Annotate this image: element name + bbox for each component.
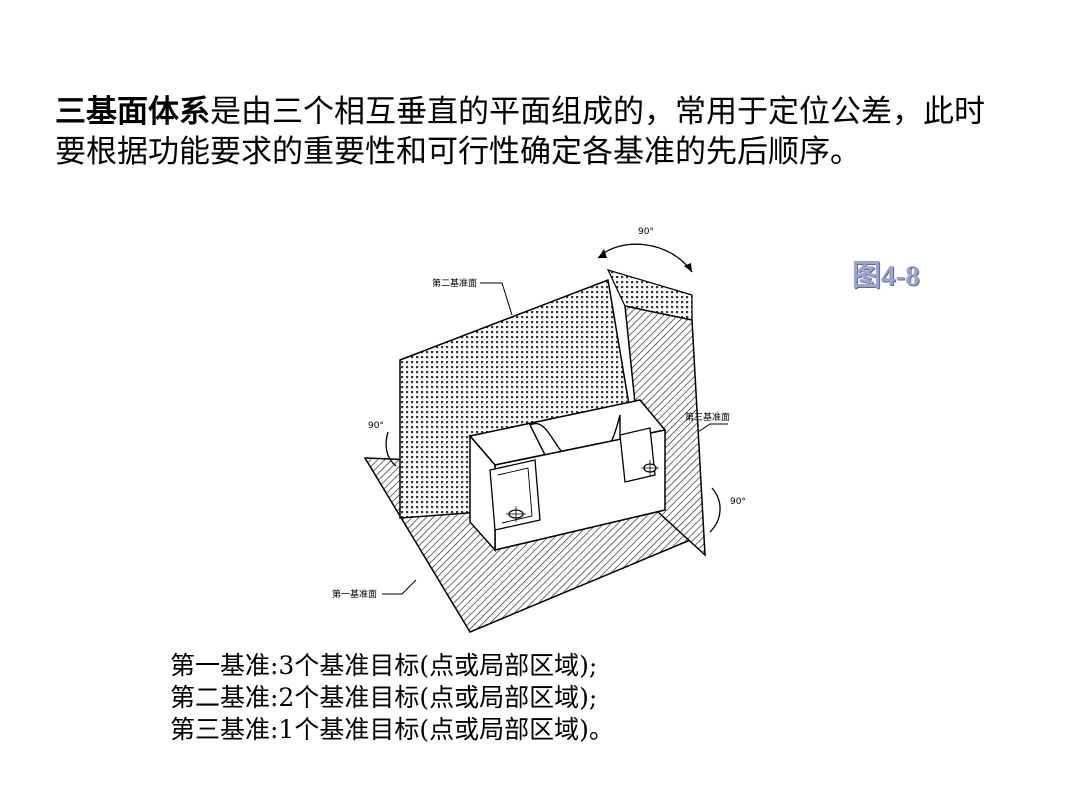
part-left-face	[469, 433, 496, 552]
angle-arc-right	[709, 487, 721, 533]
label-third-datum: 第三基准面	[685, 411, 730, 423]
datum-list: 第一基准:3个基准目标(点或局部区域); 第二基准:2个基准目标(点或局部区域)…	[170, 650, 614, 746]
leader-first	[382, 579, 417, 595]
angle-arc-top	[597, 243, 693, 273]
hole-right	[641, 460, 659, 476]
intro-text: 是由三个相互垂直的平面组成的，常用于定位公差，此时要根据功能要求的重要性和可行性…	[55, 94, 985, 170]
intro-paragraph: 三基面体系是由三个相互垂直的平面组成的，常用于定位公差，此时要根据功能要求的重要…	[55, 92, 1015, 172]
intro-bold-term: 三基面体系	[55, 94, 210, 130]
figure-label: 图4-8	[852, 260, 920, 292]
leader-second	[480, 282, 513, 316]
hole-left	[506, 506, 526, 522]
datum-system-diagram: 90° 90° 90° 第二基准面 第三基准面 第一基准面	[332, 227, 746, 633]
part-left-pocket	[489, 459, 541, 531]
label-first-datum: 第一基准面	[332, 588, 377, 600]
leader-third	[697, 423, 728, 433]
angle-label-right: 90°	[730, 497, 746, 507]
label-second-datum: 第二基准面	[432, 277, 477, 289]
angle-arc-left	[385, 431, 397, 467]
datum-item-second: 第二基准:2个基准目标(点或局部区域);	[170, 683, 598, 712]
datum-item-first: 第一基准:3个基准目标(点或局部区域);	[170, 651, 598, 680]
angle-label-top: 90°	[638, 227, 654, 237]
angle-label-left: 90°	[368, 421, 384, 431]
datum-item-third: 第三基准:1个基准目标(点或局部区域)。	[170, 715, 614, 744]
